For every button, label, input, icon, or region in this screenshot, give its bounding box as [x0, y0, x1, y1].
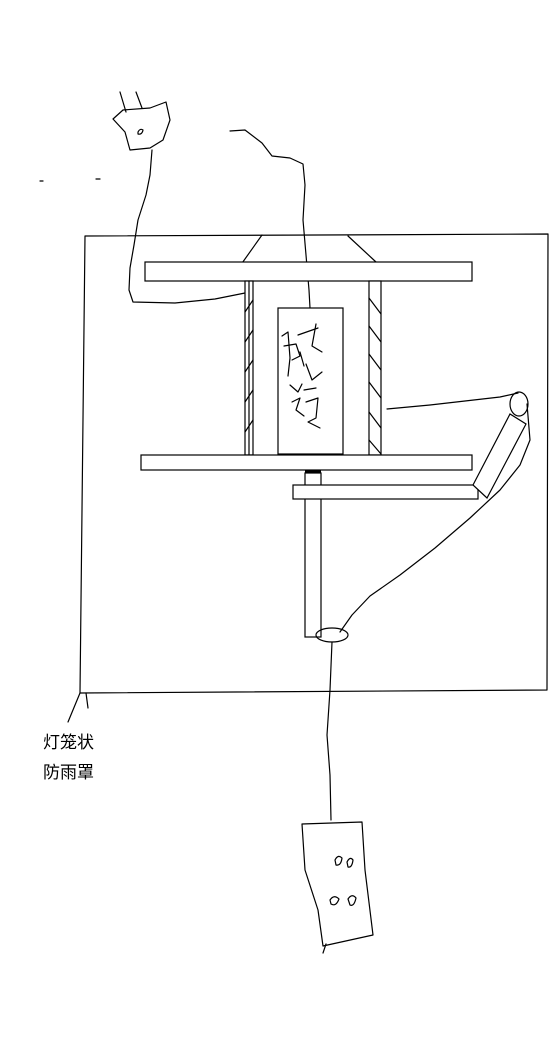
- bracket-arm: [292, 484, 479, 500]
- cable-return: [339, 403, 531, 633]
- bottom-plate: [140, 454, 473, 471]
- pulley: [509, 391, 529, 417]
- cable-down: [326, 641, 333, 821]
- cable-right: [386, 392, 519, 410]
- display-scribble: [281, 323, 323, 429]
- pole-connector: [305, 470, 321, 473]
- top-plate: [144, 261, 473, 282]
- mounting-pole: [304, 472, 322, 638]
- plug-bottom: [301, 821, 374, 954]
- enclosure-label-line1: 灯笼状: [43, 733, 94, 753]
- rain-cover: [67, 233, 549, 723]
- display-panel: [277, 307, 344, 455]
- left-column: [244, 280, 254, 456]
- right-column: [368, 280, 382, 456]
- plug-top: [112, 91, 171, 151]
- roof-left-slope: [239, 234, 263, 267]
- cable-left: [128, 149, 246, 304]
- enclosure-label-line2: 防雨罩: [43, 763, 94, 783]
- diagonal-strut: [472, 413, 527, 499]
